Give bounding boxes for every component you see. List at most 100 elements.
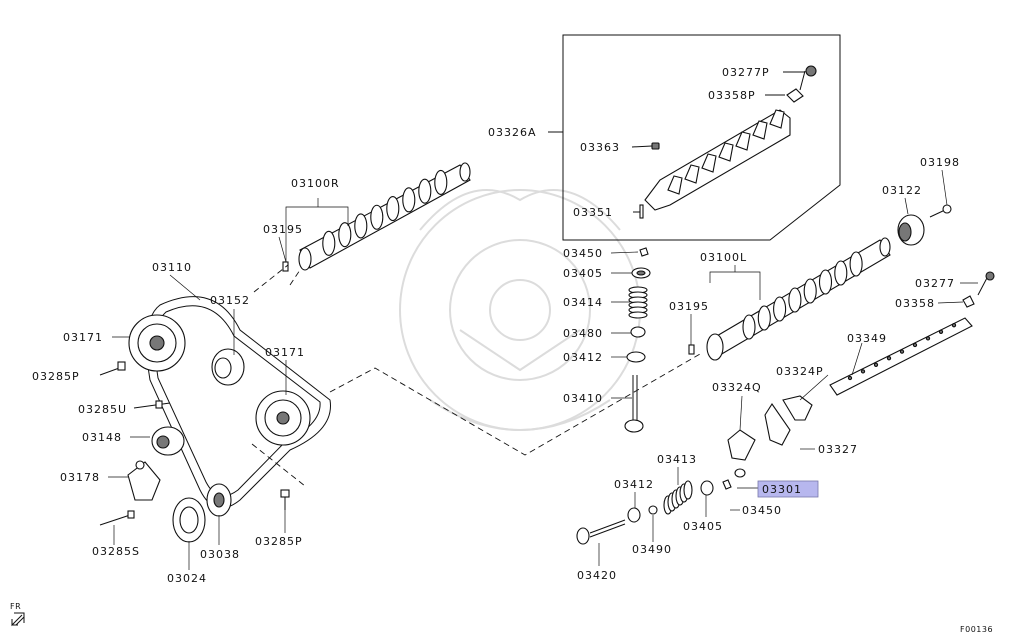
- label-03110[interactable]: 03110: [152, 261, 192, 274]
- bolt-03198: [929, 204, 952, 218]
- label-03349[interactable]: 03349: [847, 332, 887, 345]
- rocker-arm: [752, 120, 768, 140]
- part-labels: 03277P 03358P 03326A 03363 03351 03100R …: [32, 66, 960, 585]
- oil-hole: [860, 369, 866, 374]
- cam-lobe: [418, 178, 432, 204]
- cam-lobe: [773, 296, 787, 322]
- label-03405-top[interactable]: 03405: [563, 267, 603, 280]
- label-03327[interactable]: 03327: [818, 443, 858, 456]
- rocker-arm: [684, 164, 700, 184]
- label-03410[interactable]: 03410: [563, 392, 603, 405]
- dowel-03195-left: [282, 261, 301, 286]
- cam-lobe: [434, 169, 448, 195]
- label-03326A[interactable]: 03326A: [488, 126, 537, 139]
- sprocket-03122: [897, 214, 925, 246]
- label-03285S[interactable]: 03285S: [92, 545, 140, 558]
- label-03450-bottom[interactable]: 03450: [742, 504, 782, 517]
- label-03358[interactable]: 03358: [895, 297, 935, 310]
- rocker-arm: [735, 131, 751, 151]
- cam-lobe: [849, 251, 863, 277]
- figure-code: F00136: [960, 625, 993, 634]
- label-03324Q[interactable]: 03324Q: [712, 381, 762, 394]
- crank-sprocket-03038: [206, 483, 232, 517]
- arrow-down-left-icon: [11, 612, 25, 627]
- cam-lobe: [402, 187, 416, 213]
- watermark-emblem: [399, 189, 641, 431]
- dashed-alignment-lines: [251, 264, 701, 487]
- label-03301[interactable]: 03301: [762, 483, 802, 496]
- label-03285U[interactable]: 03285U: [78, 403, 127, 416]
- dowel-03195-right: [688, 344, 695, 355]
- flange-03024: [172, 497, 206, 543]
- label-03148[interactable]: 03148: [82, 431, 122, 444]
- oil-hole: [886, 356, 892, 361]
- label-03152[interactable]: 03152: [210, 294, 250, 307]
- oil-hole: [847, 375, 853, 381]
- front-label: FR: [10, 602, 21, 611]
- rocker-arm: [667, 175, 683, 195]
- label-03122[interactable]: 03122: [882, 184, 922, 197]
- cam-lobe: [757, 305, 771, 331]
- label-03100R[interactable]: 03100R: [291, 177, 340, 190]
- cam-lobe: [818, 269, 833, 295]
- label-03450-top[interactable]: 03450: [563, 247, 603, 260]
- label-03414[interactable]: 03414: [563, 296, 603, 309]
- label-03324P[interactable]: 03324P: [776, 365, 824, 378]
- tensioner-03178: [127, 460, 161, 501]
- label-03413[interactable]: 03413: [657, 453, 697, 466]
- label-03480[interactable]: 03480: [563, 327, 603, 340]
- label-03420[interactable]: 03420: [577, 569, 617, 582]
- label-03171-right[interactable]: 03171: [265, 346, 305, 359]
- label-03195-left[interactable]: 03195: [263, 223, 303, 236]
- rocker-arm-03324Q: [727, 429, 756, 461]
- label-03024[interactable]: 03024: [167, 572, 207, 585]
- rocker-arm: [701, 153, 717, 173]
- bolt-03277: [977, 271, 995, 296]
- oil-hole: [951, 323, 957, 328]
- label-03198[interactable]: 03198: [920, 156, 960, 169]
- cam-lobe: [322, 230, 336, 256]
- label-03100L[interactable]: 03100L: [700, 251, 747, 264]
- label-03195-right[interactable]: 03195: [669, 300, 709, 313]
- label-03490[interactable]: 03490: [632, 543, 672, 556]
- highlight-03301: [757, 480, 819, 498]
- cam-lobe: [338, 222, 352, 248]
- label-03038[interactable]: 03038: [200, 548, 240, 561]
- camshaft-03100L: [706, 237, 891, 361]
- rocker-shaft-03349: [829, 317, 973, 396]
- cam-lobe: [370, 204, 384, 230]
- rocker-arm-03327: [764, 403, 791, 446]
- leader-lines: [108, 169, 978, 570]
- label-03405-bottom[interactable]: 03405: [683, 520, 723, 533]
- cam-lobe: [742, 314, 756, 340]
- front-direction-indicator: FR: [10, 602, 25, 627]
- tensioner-pulley-03148: [151, 426, 185, 456]
- oil-hole: [938, 329, 944, 334]
- label-03412-bottom[interactable]: 03412: [614, 478, 654, 491]
- idler-pulley-03152: [211, 348, 245, 386]
- label-03171-left[interactable]: 03171: [63, 331, 103, 344]
- cam-sprocket-03171-left: [128, 314, 186, 372]
- label-03285P-right[interactable]: 03285P: [255, 535, 303, 548]
- label-03277[interactable]: 03277: [915, 277, 955, 290]
- washer-03358: [962, 295, 975, 308]
- washer-03358P: [765, 88, 804, 103]
- label-03358P[interactable]: 03358P: [708, 89, 756, 102]
- cam-lobe: [834, 260, 848, 286]
- label-03412-top[interactable]: 03412: [563, 351, 603, 364]
- label-03277P[interactable]: 03277P: [722, 66, 770, 79]
- oil-hole: [925, 336, 931, 341]
- cam-lobe: [788, 287, 802, 313]
- spring-coil: [628, 311, 648, 319]
- label-03363[interactable]: 03363: [580, 141, 620, 154]
- label-03351[interactable]: 03351: [573, 206, 613, 219]
- valve-parts-lower: [576, 468, 746, 545]
- label-03285P-left[interactable]: 03285P: [32, 370, 80, 383]
- rocker-arm-03324P: [782, 395, 813, 421]
- label-03178[interactable]: 03178: [60, 471, 100, 484]
- camshaft-03100R: [298, 162, 471, 271]
- rocker-arm: [769, 109, 785, 129]
- cam-lobe: [354, 213, 368, 239]
- spring-coil: [683, 480, 693, 500]
